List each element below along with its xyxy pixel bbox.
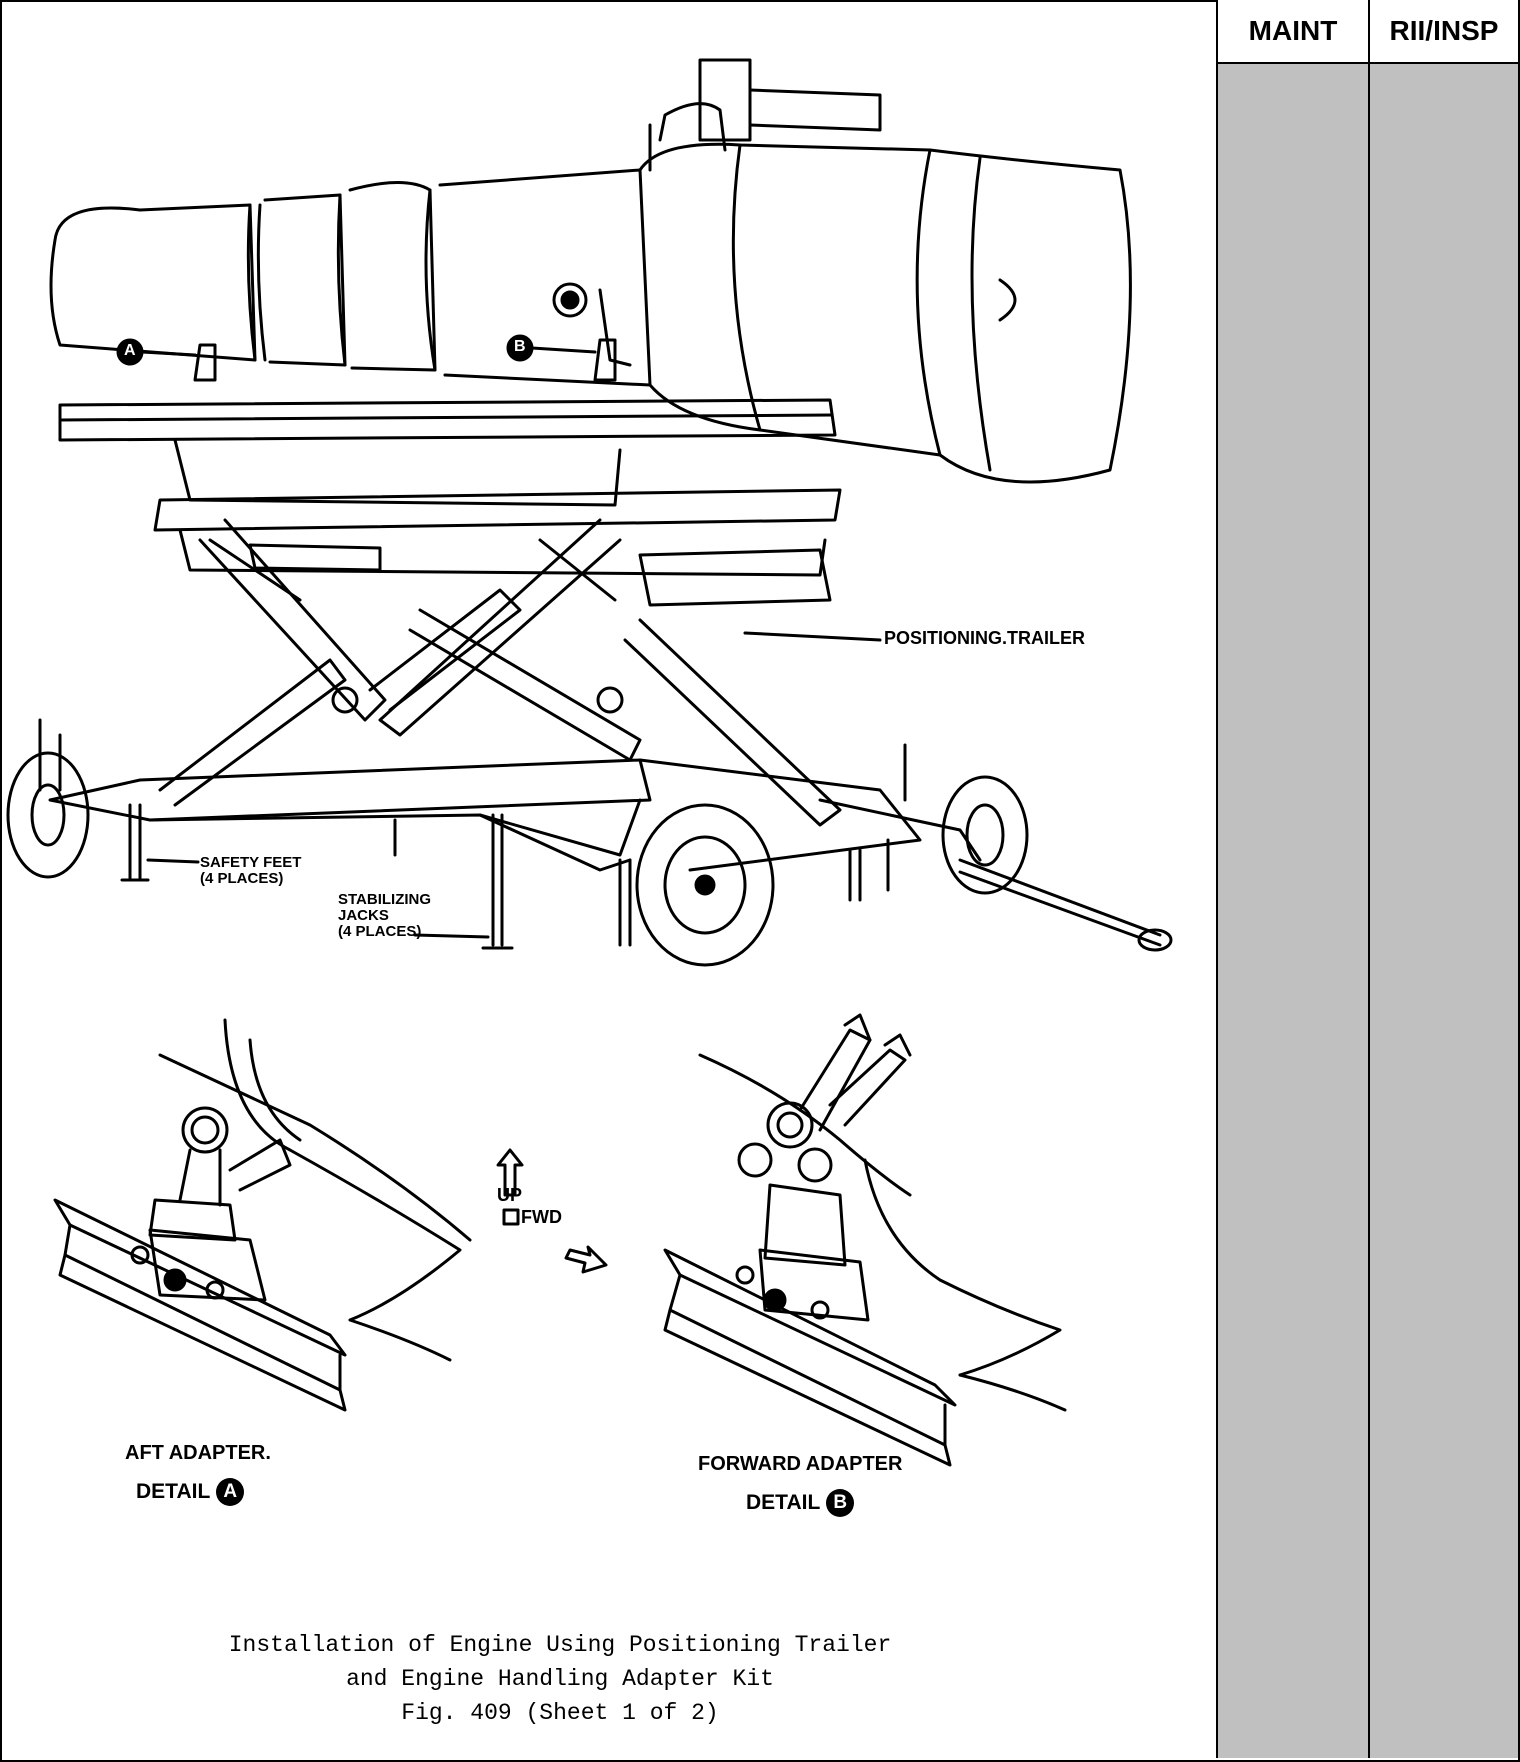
- up-label: UP: [497, 1185, 523, 1205]
- safety-feet-text: SAFETY FEET: [200, 854, 302, 871]
- safety-feet-places: (4 PLACES): [200, 870, 284, 887]
- detail-b-label: DETAIL B: [746, 1489, 855, 1517]
- trailer-base: [48, 758, 1173, 952]
- detail-a-label: DETAIL A: [136, 1478, 245, 1506]
- figure-caption: Installation of Engine Using Positioning…: [120, 1628, 1000, 1730]
- forward-adapter-label: FORWARD ADAPTER: [698, 1453, 903, 1475]
- rii-insp-signoff-area[interactable]: [1370, 64, 1518, 1758]
- rii-insp-header: RII/INSP: [1370, 0, 1518, 64]
- stabilizing-text: STABILIZING: [338, 891, 432, 908]
- aft-adapter-label: AFT ADAPTER.: [125, 1442, 271, 1464]
- caption-line-3: Fig. 409 (Sheet 1 of 2): [401, 1700, 719, 1726]
- callout-b: B: [514, 338, 526, 355]
- detail-a-word: DETAIL: [136, 1480, 211, 1503]
- figure-area: A B POSITIONING.TRAILER SAFETY FEET (4 P…: [6, 58, 1173, 1730]
- detail-a-drawing: [53, 1018, 472, 1412]
- engine: [49, 58, 1132, 484]
- maint-signoff-area[interactable]: [1218, 64, 1368, 1758]
- maint-header: MAINT: [1218, 0, 1368, 64]
- jacks-places: (4 PLACES): [338, 923, 422, 940]
- engine-rail: [58, 398, 837, 442]
- engine-trailer-illustration: [6, 58, 1173, 1467]
- positioning-trailer-label: POSITIONING.TRAILER: [884, 628, 1086, 648]
- trailer-upper-frame: [153, 438, 842, 607]
- safety-feet-and-jacks: [38, 718, 907, 950]
- detail-b-word: DETAIL: [746, 1491, 821, 1514]
- jacks-text: JACKS: [338, 907, 389, 924]
- detail-a-circle: A: [216, 1478, 245, 1506]
- orientation-arrows: [496, 1148, 608, 1274]
- caption-line-2: and Engine Handling Adapter Kit: [346, 1666, 774, 1692]
- rii-insp-column: RII/INSP: [1368, 0, 1518, 1758]
- scissor-lift: [158, 518, 842, 827]
- stabilizing-jacks-label: STABILIZING JACKS (4 PLACES): [338, 892, 431, 940]
- detail-b-drawing: [663, 1013, 1067, 1467]
- safety-feet-label: SAFETY FEET (4 PLACES): [200, 855, 301, 887]
- fwd-label: FWD: [521, 1207, 562, 1227]
- detail-b-circle: B: [826, 1489, 855, 1517]
- callout-a: A: [124, 342, 136, 359]
- caption-line-1: Installation of Engine Using Positioning…: [228, 1632, 892, 1658]
- maint-column: MAINT: [1216, 0, 1368, 1758]
- wheels: [6, 751, 1029, 967]
